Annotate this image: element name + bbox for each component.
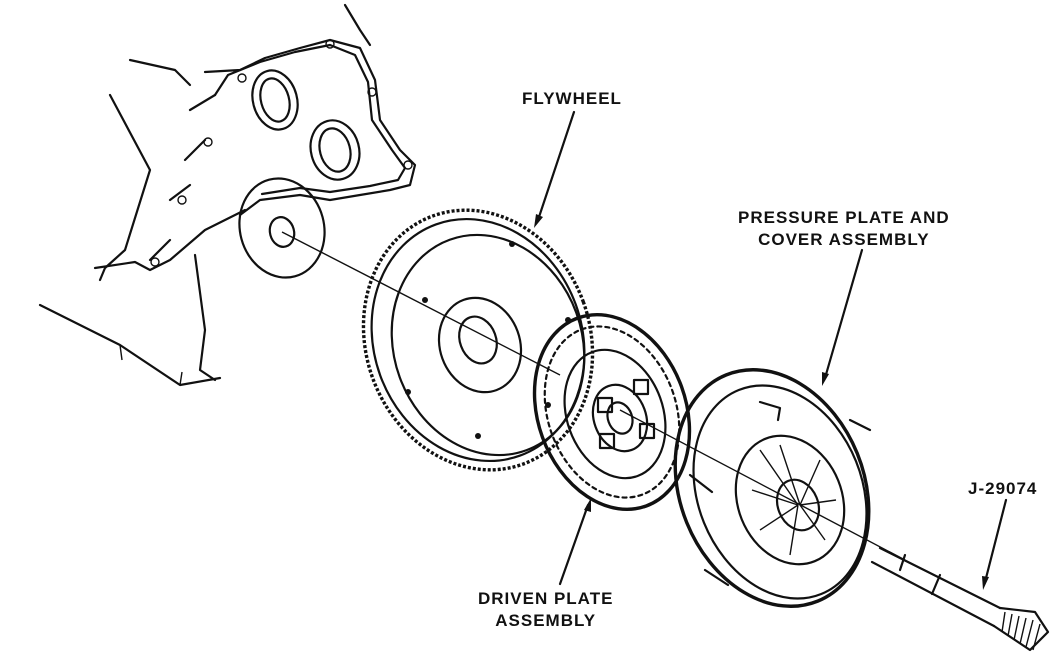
label-flywheel-text: FLYWHEEL [522, 89, 622, 108]
leader-lines [534, 110, 1008, 590]
label-pressure-plate-line1: PRESSURE PLATE AND [738, 208, 950, 227]
driven-plate [532, 312, 692, 512]
label-pressure-plate: PRESSURE PLATE AND COVER ASSEMBLY [738, 207, 950, 251]
flywheel [361, 208, 595, 472]
alignment-axis [281, 231, 906, 561]
pressure-plate-cover [673, 368, 872, 608]
label-tool-text: J-29074 [968, 479, 1038, 498]
label-flywheel: FLYWHEEL [522, 88, 622, 110]
alignment-tool [870, 546, 1050, 652]
label-tool: J-29074 [968, 478, 1037, 500]
engine-block [38, 3, 417, 387]
label-pressure-plate-line2: COVER ASSEMBLY [758, 230, 930, 249]
label-driven-plate-line1: DRIVEN PLATE [478, 589, 614, 608]
label-driven-plate-line2: ASSEMBLY [495, 611, 597, 630]
label-driven-plate: DRIVEN PLATE ASSEMBLY [478, 588, 613, 632]
